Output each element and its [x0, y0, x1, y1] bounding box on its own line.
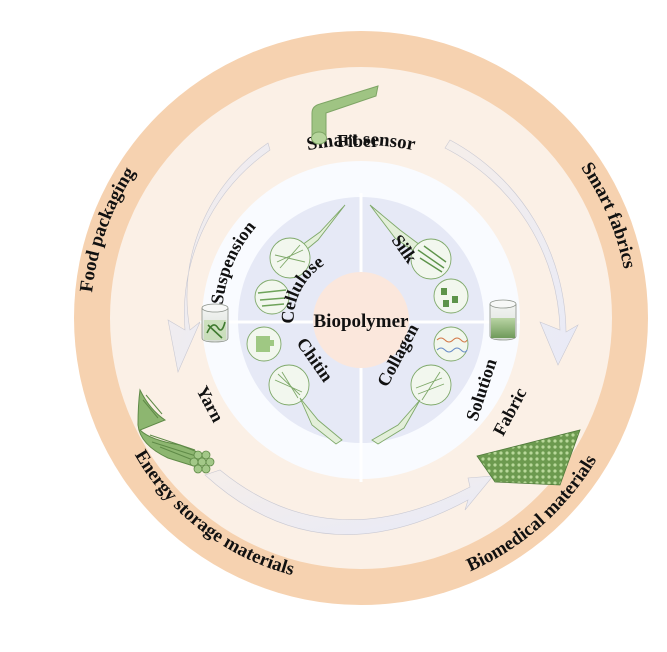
yarn-icon [137, 388, 215, 474]
product-label-fiber: Fiber [337, 131, 379, 151]
fabric-icon [476, 429, 581, 486]
center-label-biopolymer: Biopolymer [314, 311, 410, 332]
arrow-fiber-to-yarn [167, 142, 271, 374]
silk-illustration [369, 204, 469, 314]
arrow-yarn-to-fabric [204, 469, 494, 535]
chitin-illustration [246, 326, 343, 445]
fiber-icon [311, 85, 379, 145]
beaker-suspension-icon [201, 303, 229, 343]
arrow-fiber-to-fabric [444, 139, 579, 366]
collagen-illustration [371, 326, 469, 445]
beaker-solution-icon [489, 299, 517, 341]
center-circle [313, 272, 409, 368]
cellulose-illustration [254, 204, 346, 315]
